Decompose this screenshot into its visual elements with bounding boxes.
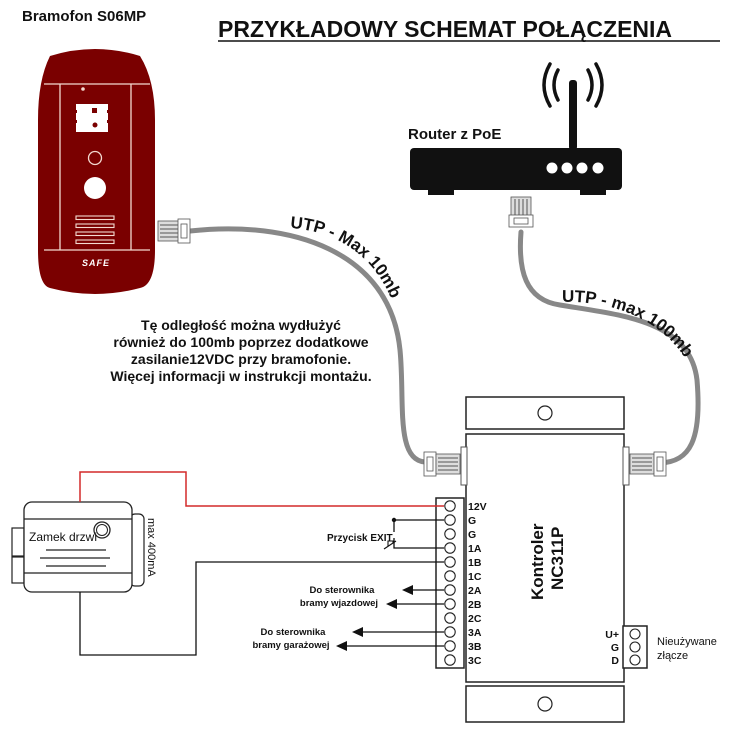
gate1-label-line2: bramy wjazdowej bbox=[300, 598, 378, 609]
terminal-label: G bbox=[468, 515, 476, 527]
aux-label-line2: złącze bbox=[657, 650, 688, 662]
rj45-connector-icon bbox=[629, 451, 667, 477]
svg-text:Tę odległość można wydłużyć: Tę odległość można wydłużyć bbox=[141, 317, 341, 333]
terminal-screw-icon bbox=[444, 514, 456, 526]
mounting-hole-icon bbox=[537, 405, 553, 421]
terminal-label: 1A bbox=[468, 543, 482, 555]
controller-name-line2: NC311P bbox=[548, 527, 567, 590]
intercom-body bbox=[38, 49, 155, 294]
svg-text:zasilanie12VDC przy bramofonie: zasilanie12VDC przy bramofonie. bbox=[131, 351, 351, 367]
router-cable bbox=[517, 229, 701, 466]
door-lock-current: max 400mA bbox=[145, 518, 157, 577]
terminal-label: 2A bbox=[468, 585, 482, 597]
router-device bbox=[410, 62, 622, 195]
diagram-title: PRZYKŁADOWY SCHEMAT POŁĄCZENIA bbox=[218, 16, 672, 42]
terminal-screw-icon bbox=[444, 500, 456, 512]
call-button-icon bbox=[84, 177, 106, 199]
terminal-screw-icon bbox=[444, 584, 456, 596]
aux-terminal-label: U+ bbox=[605, 629, 619, 641]
terminal-label: 3C bbox=[468, 655, 482, 667]
exit-button-label: Przycisk EXIT bbox=[327, 533, 393, 544]
router-label: Router z PoE bbox=[408, 126, 501, 143]
rj45-connector-icon bbox=[157, 218, 191, 244]
terminal-screw-icon bbox=[444, 556, 456, 568]
arrow-left-icon bbox=[402, 585, 413, 595]
terminal-label: 1B bbox=[468, 557, 482, 569]
terminal-label: 3B bbox=[468, 641, 482, 653]
arrow-left-icon bbox=[336, 641, 347, 651]
exit-wire-1a bbox=[393, 538, 444, 549]
intercom-label: Bramofon S06MP bbox=[22, 8, 146, 25]
lock-wire bbox=[79, 561, 444, 656]
aux-terminal-label: D bbox=[611, 655, 619, 667]
arrow-left-icon bbox=[386, 599, 397, 609]
door-lock-device: Zamek drzwi bbox=[11, 501, 145, 593]
indicator-icon bbox=[87, 150, 103, 166]
power-wire-12v bbox=[79, 471, 444, 507]
aux-terminal-label: G bbox=[611, 642, 619, 654]
terminal-label: 2C bbox=[468, 613, 482, 625]
terminal-screw-icon bbox=[444, 612, 456, 624]
arrow-left-icon bbox=[352, 627, 363, 637]
door-lock-label: Zamek drzwi bbox=[29, 530, 97, 544]
terminal-screw-icon bbox=[444, 598, 456, 610]
terminal-label: 1C bbox=[468, 571, 482, 583]
controller-name-line1: Kontroler bbox=[528, 523, 547, 600]
router-cable-label: UTP - max 100mb bbox=[562, 287, 697, 361]
aux-terminal-screw-icon bbox=[629, 654, 641, 666]
aux-terminal-list: U+GD bbox=[605, 628, 641, 667]
terminal-screw-icon bbox=[444, 654, 456, 666]
terminal-label: G bbox=[468, 529, 476, 541]
router-body bbox=[410, 148, 622, 190]
exit-button-icon bbox=[383, 540, 397, 550]
gate2-label-line1: Do sterownika bbox=[261, 627, 327, 638]
controller-body bbox=[465, 433, 625, 683]
speaker-grille-icon bbox=[75, 215, 115, 245]
gate2-label-line2: bramy garażowej bbox=[252, 640, 329, 651]
terminal-screw-icon bbox=[444, 528, 456, 540]
controller-device: Kontroler NC311P bbox=[460, 396, 630, 723]
door-lock-body bbox=[23, 501, 133, 593]
rj45-connector-icon bbox=[508, 196, 534, 228]
terminal-label: 2B bbox=[468, 599, 482, 611]
terminal-list: 12V GG 1A 1B 1C 2A 2B 2C 3A 3B 3C bbox=[444, 500, 487, 667]
gate-output-wires bbox=[336, 585, 444, 651]
extension-note: Tę odległość można wydłużyć również do 1… bbox=[110, 317, 371, 384]
antenna-icon bbox=[569, 80, 577, 150]
aux-label-line1: Nieużywane bbox=[657, 636, 717, 648]
terminal-label: 3A bbox=[468, 627, 482, 639]
terminal-screw-icon bbox=[444, 626, 456, 638]
intercom-device: SAFE bbox=[38, 49, 155, 294]
svg-text:również do 100mb poprzez dodat: również do 100mb poprzez dodatkowe bbox=[113, 334, 368, 350]
intercom-brand: SAFE bbox=[82, 258, 110, 268]
terminal-block bbox=[435, 497, 465, 669]
status-leds-icon bbox=[546, 162, 604, 174]
wifi-signal-icon bbox=[542, 62, 604, 108]
terminal-screw-icon bbox=[444, 640, 456, 652]
svg-text:Więcej informacji w instrukcji: Więcej informacji w instrukcji montażu. bbox=[110, 368, 371, 384]
rj45-connector-icon bbox=[423, 451, 461, 477]
intercom-cable bbox=[187, 226, 428, 465]
terminal-screw-icon bbox=[444, 570, 456, 582]
terminal-label: 12V bbox=[468, 501, 487, 513]
mounting-hole-icon bbox=[537, 696, 553, 712]
aux-terminal-screw-icon bbox=[629, 628, 641, 640]
gate1-label-line1: Do sterownika bbox=[310, 585, 376, 596]
terminal-screw-icon bbox=[444, 542, 456, 554]
aux-terminal-screw-icon bbox=[629, 641, 641, 653]
